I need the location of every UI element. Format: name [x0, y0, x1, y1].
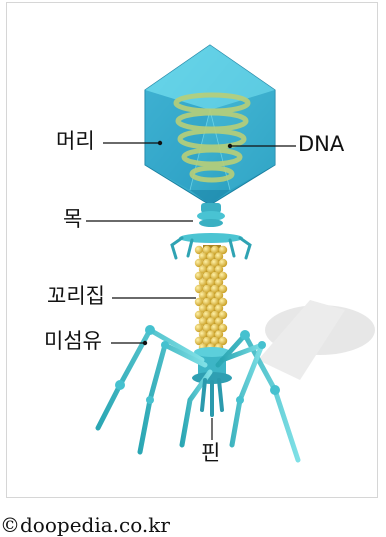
label-dna: DNA — [298, 134, 344, 155]
tail-sheath — [195, 245, 227, 352]
tail-pins — [202, 380, 222, 415]
label-pin: 핀 — [201, 443, 220, 464]
label-tail-sheath: 꼬리집 — [47, 286, 105, 307]
label-head: 머리 — [56, 131, 95, 152]
shadow — [258, 300, 375, 380]
copyright-credit: ©doopedia.co.kr — [0, 513, 170, 537]
label-tail-fiber: 미섬유 — [44, 331, 102, 352]
label-neck: 목 — [63, 209, 82, 230]
neck-collar — [179, 203, 243, 243]
